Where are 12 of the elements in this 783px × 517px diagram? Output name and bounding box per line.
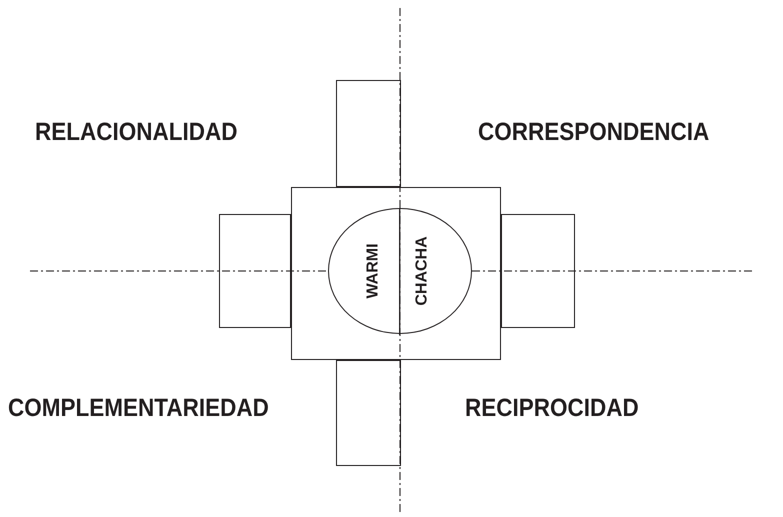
square-box — [291, 187, 501, 360]
concept-label: CORRESPONDENCIA — [478, 118, 710, 147]
concept-label: RELACIONALIDAD — [35, 118, 238, 147]
circle-text: WARMI — [364, 243, 382, 299]
circle-shape — [328, 208, 472, 334]
square-box — [336, 80, 401, 187]
square-box — [219, 214, 291, 328]
square-box — [336, 360, 401, 466]
circle-text: CHACHA — [413, 236, 432, 306]
square-box — [501, 214, 575, 328]
concept-label: COMPLEMENTARIEDAD — [8, 394, 269, 423]
concept-label: RECIPROCIDAD — [465, 394, 639, 423]
